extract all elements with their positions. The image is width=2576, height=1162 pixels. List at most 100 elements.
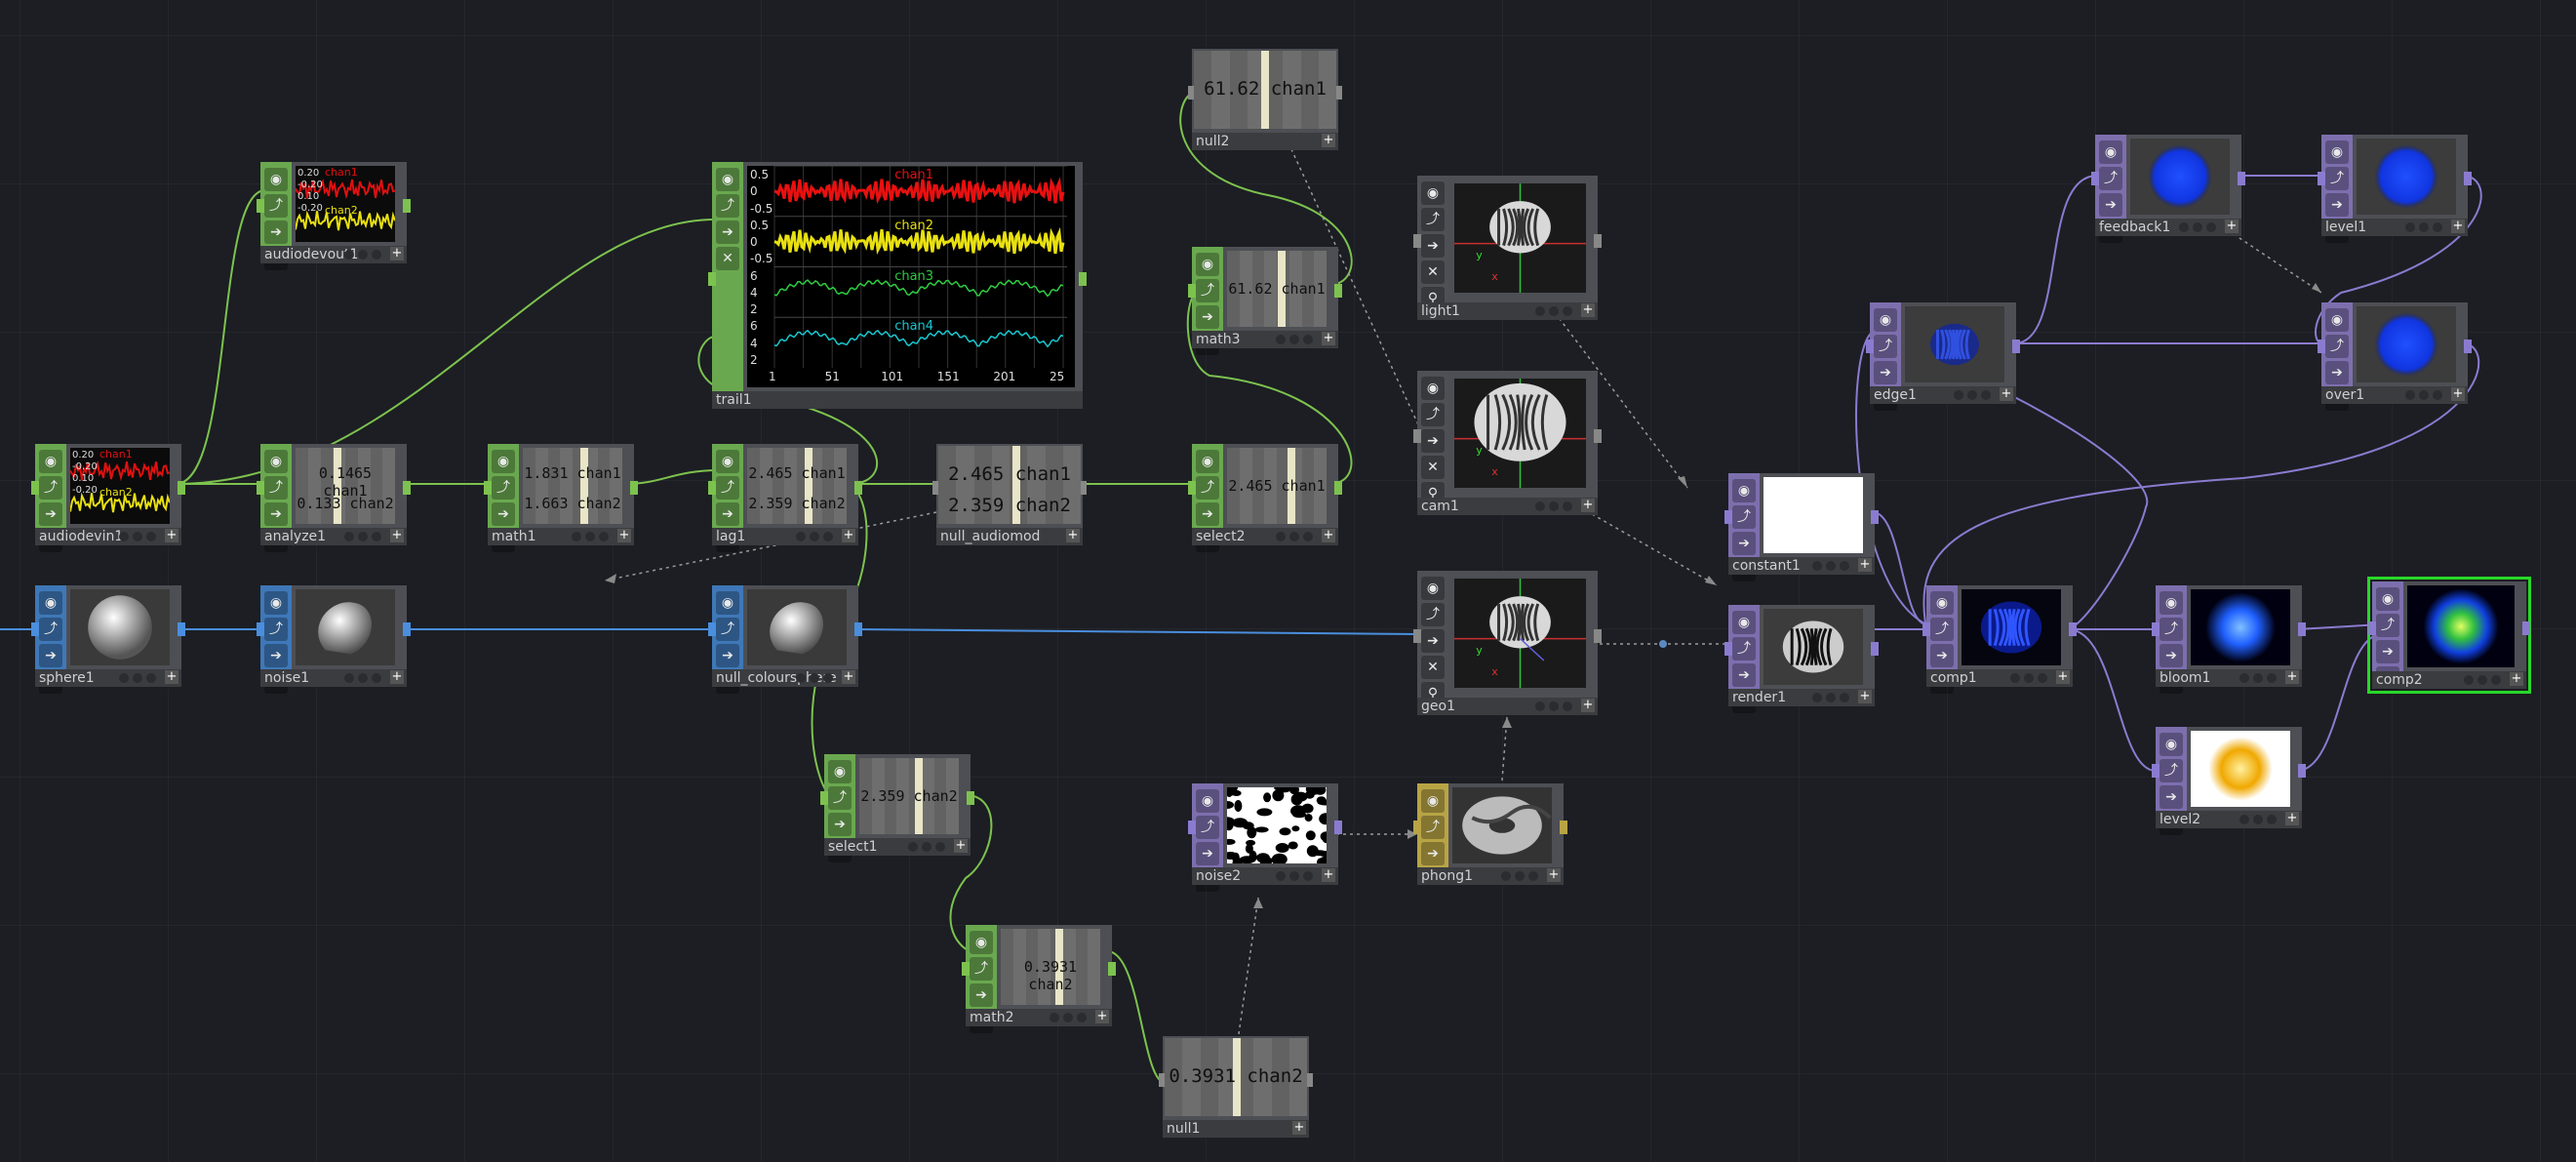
expand-icon[interactable]: + <box>1547 867 1561 882</box>
display-flag-icon[interactable] <box>2267 815 2277 824</box>
viewer-icon[interactable]: ◉ <box>1196 450 1219 473</box>
bypass-flag-icon[interactable] <box>1501 871 1511 881</box>
node-bloom1[interactable]: ◉⤴➔✕bloom1+ <box>2152 585 2306 694</box>
display-flag-icon[interactable] <box>823 532 833 541</box>
bypass-flag-icon[interactable] <box>796 532 806 541</box>
render-flag-icon[interactable] <box>1967 390 1977 400</box>
render-flag-icon[interactable] <box>1515 871 1525 881</box>
bypass-icon[interactable]: ⤴ <box>2325 167 2349 190</box>
viewer-icon[interactable]: ◉ <box>828 760 852 783</box>
viewer-icon[interactable]: ◉ <box>716 591 739 615</box>
render-flag-icon[interactable] <box>1549 306 1559 316</box>
bypass-icon[interactable]: ⤴ <box>1196 476 1219 500</box>
add-icon[interactable]: + <box>1066 528 1080 542</box>
bypass-icon[interactable]: ⤴ <box>492 476 515 500</box>
expand-icon[interactable]: + <box>2056 669 2070 684</box>
node-comp2[interactable]: ◉⤴➔✕comp2+ <box>2367 577 2531 694</box>
node-name[interactable]: null2+ <box>1192 133 1338 150</box>
display-flag-icon[interactable] <box>823 673 833 683</box>
viewer-icon[interactable]: ◉ <box>264 591 288 615</box>
display-flag-icon[interactable] <box>372 673 381 683</box>
node-name[interactable]: phong1+ <box>1417 867 1564 885</box>
input-port[interactable] <box>1188 86 1196 100</box>
cook-icon[interactable]: ➔ <box>1196 842 1219 865</box>
viewer-icon[interactable]: ◉ <box>2376 587 2399 611</box>
cook-icon[interactable]: ➔ <box>828 813 852 836</box>
node-name[interactable]: comp2+ <box>2372 671 2526 689</box>
viewer-icon[interactable]: ◉ <box>2325 140 2349 164</box>
bypass-flag-icon[interactable] <box>344 532 354 541</box>
output-port[interactable] <box>403 199 411 213</box>
node-audiodevin1[interactable]: ◉⤴➔✕0.20-0.200.10-0.20chan1chan2audiodev… <box>31 444 185 552</box>
output-port[interactable] <box>2069 622 2077 636</box>
expand-icon[interactable]: + <box>842 528 855 542</box>
input-port[interactable] <box>962 962 970 976</box>
viewer-icon[interactable]: ◉ <box>2160 591 2183 615</box>
clone-icon[interactable]: ✕ <box>1421 260 1445 284</box>
bypass-icon[interactable]: ⤴ <box>1732 505 1756 529</box>
output-port[interactable] <box>854 622 862 636</box>
node-name[interactable]: math1+ <box>488 528 634 545</box>
cook-icon[interactable]: ➔ <box>1421 234 1445 258</box>
viewer-icon[interactable]: ◉ <box>492 450 515 473</box>
input-port[interactable] <box>1413 234 1421 248</box>
input-port[interactable] <box>1724 642 1732 656</box>
node-flag-strip[interactable]: ◉⤴➔✕⚲ <box>1417 371 1448 515</box>
output-port[interactable] <box>1334 481 1342 495</box>
display-flag-icon[interactable] <box>1528 871 1538 881</box>
cook-icon[interactable]: ➔ <box>492 502 515 526</box>
input-port[interactable] <box>257 622 264 636</box>
render-flag-icon[interactable] <box>2024 673 2034 683</box>
input-port[interactable] <box>708 271 716 286</box>
expand-icon[interactable]: + <box>2000 386 2013 401</box>
viewer-icon[interactable]: ◉ <box>264 168 288 191</box>
viewer-icon[interactable]: ◉ <box>716 450 739 473</box>
cook-icon[interactable]: ➔ <box>1732 663 1756 687</box>
bypass-flag-icon[interactable] <box>2405 222 2415 232</box>
bypass-icon[interactable]: ⤴ <box>2376 614 2399 637</box>
node-name[interactable]: lag1+ <box>712 528 858 545</box>
bypass-icon[interactable]: ⤴ <box>39 476 62 500</box>
node-null_coloursphere[interactable]: ◉⤴➔✕null_coloursphere+ <box>708 585 862 694</box>
expand-icon[interactable]: + <box>2451 386 2465 401</box>
bypass-flag-icon[interactable] <box>1812 693 1822 702</box>
bypass-icon[interactable]: ⤴ <box>1874 335 1897 358</box>
input-port[interactable] <box>1413 429 1421 443</box>
bypass-icon[interactable]: ⤴ <box>716 194 739 218</box>
node-comp1[interactable]: ◉⤴➔✕comp1+ <box>1922 585 2077 694</box>
input-port[interactable] <box>2091 172 2099 185</box>
output-port[interactable] <box>630 481 638 495</box>
input-port[interactable] <box>1188 821 1196 834</box>
node-name[interactable]: bloom1+ <box>2156 669 2302 687</box>
node-name[interactable]: cam1+ <box>1417 498 1598 515</box>
node-name[interactable]: light1+ <box>1417 302 1598 320</box>
node-constant1[interactable]: ◉⤴➔✕constant1+ <box>1724 473 1879 581</box>
input-port[interactable] <box>1188 481 1196 495</box>
input-port[interactable] <box>932 481 940 495</box>
node-audiodevout1[interactable]: ◉⤴➔✕0.20-0.200.10-0.20chan1chan2audiodev… <box>257 162 411 270</box>
viewer-icon[interactable]: ◉ <box>1421 181 1445 205</box>
render-flag-icon[interactable] <box>2253 673 2263 683</box>
render-flag-icon[interactable] <box>810 532 819 541</box>
render-flag-icon[interactable] <box>1063 1013 1073 1022</box>
cook-icon[interactable]: ➔ <box>2160 644 2183 667</box>
viewer-icon[interactable]: ◉ <box>716 168 739 191</box>
display-flag-icon[interactable] <box>1840 561 1849 571</box>
node-name[interactable]: edge1+ <box>1870 386 2016 404</box>
node-name[interactable]: comp1+ <box>1926 669 2073 687</box>
expand-icon[interactable]: + <box>1322 867 1335 882</box>
output-port[interactable] <box>1334 284 1342 298</box>
output-port[interactable] <box>1305 1073 1313 1087</box>
display-flag-icon[interactable] <box>1981 390 1991 400</box>
display-flag-icon[interactable] <box>2038 673 2047 683</box>
render-flag-icon[interactable] <box>2419 390 2429 400</box>
input-port[interactable] <box>257 199 264 213</box>
node-feedback1[interactable]: ◉⤴➔✕feedback1+ <box>2091 135 2245 243</box>
bypass-icon[interactable]: ⤴ <box>970 957 993 981</box>
